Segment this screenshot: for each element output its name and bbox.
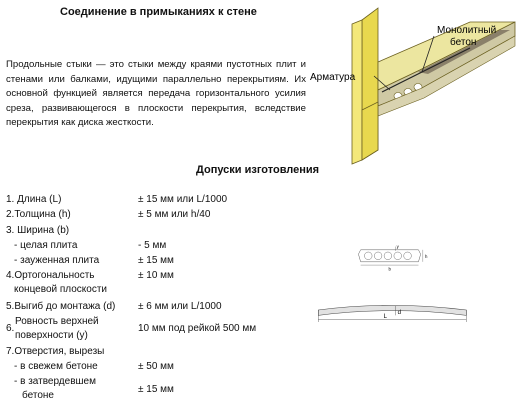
label-b: b xyxy=(388,267,391,272)
table-row: - в затвердевшем бетоне ± 15 мм xyxy=(14,376,174,402)
tolerance-table: 1. Длина (L) ± 15 мм или L/1000 2.Толщин… xyxy=(6,192,296,404)
wall-joint-illustration: Монолитный бетон Арматура xyxy=(310,7,516,165)
section-title-wall-joint: Соединение в примыканиях к стене xyxy=(60,6,257,18)
label-rebar: Арматура xyxy=(310,72,356,83)
label-monolithic-concrete-2: бетон xyxy=(450,36,476,48)
label-y: y xyxy=(397,244,400,249)
table-row: 5.Выгиб до монтажа (d) ± 6 мм или L/1000 xyxy=(6,300,222,312)
label-L: L xyxy=(384,314,388,320)
label-monolithic-concrete-1: Монолитный xyxy=(437,25,496,36)
section-title-tolerances: Допуски изготовления xyxy=(196,164,320,176)
table-row: - зауженная плита ± 15 мм xyxy=(14,255,174,267)
slab-cross-section-diagram: y h b xyxy=(358,244,428,272)
table-row: - целая плита - 5 мм xyxy=(14,240,167,252)
slab-camber-diagram: L d xyxy=(318,305,467,322)
label-d: d xyxy=(398,310,401,316)
table-row: 1. Длина (L) ± 15 мм или L/1000 xyxy=(6,194,228,206)
table-row: - в свежем бетоне ± 50 мм xyxy=(14,361,174,373)
table-row: 4.Ортогональность концевой плоскости ± 1… xyxy=(6,270,174,296)
label-h: h xyxy=(425,254,428,259)
description-paragraph: Продольные стыки — это стыки между краям… xyxy=(6,59,306,128)
table-row: 7.Отверстия, вырезы xyxy=(6,345,105,357)
table-row: 3. Ширина (b) xyxy=(6,224,70,236)
table-row: 2.Толщина (h) ± 5 мм или h/40 xyxy=(6,209,211,221)
